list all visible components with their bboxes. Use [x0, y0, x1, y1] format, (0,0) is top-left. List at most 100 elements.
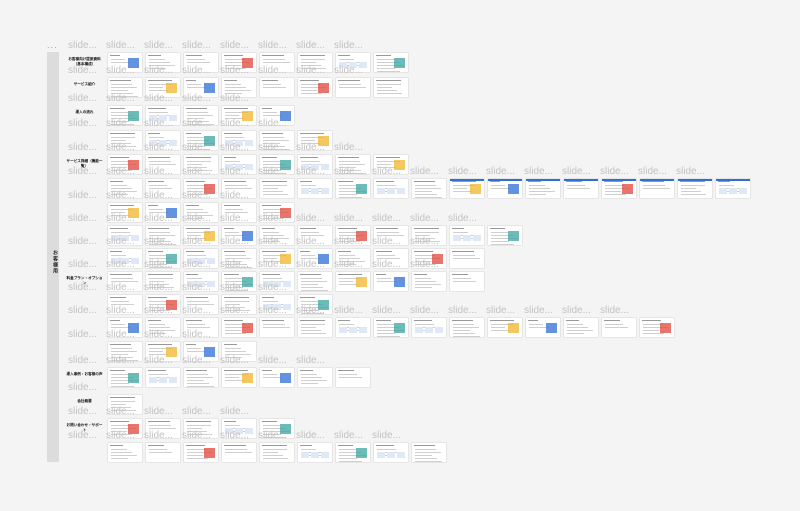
slide-thumbnail[interactable] [298, 226, 332, 245]
slide-thumbnail[interactable] [412, 226, 446, 245]
slide-thumbnail[interactable] [222, 318, 256, 337]
slide-thumbnail[interactable] [260, 179, 294, 198]
slide-thumbnail[interactable] [336, 155, 370, 174]
slide-thumbnail[interactable] [298, 368, 332, 387]
slide-thumbnail[interactable] [184, 318, 218, 337]
slide-thumbnail[interactable] [374, 155, 408, 174]
slide-thumbnail[interactable] [222, 53, 256, 72]
slide-thumbnail[interactable] [412, 179, 446, 198]
slide-thumbnail[interactable] [640, 179, 674, 198]
slide-thumbnail[interactable] [222, 249, 256, 268]
slide-thumbnail[interactable] [222, 295, 256, 314]
slide-thumbnail[interactable] [146, 342, 180, 361]
slide-thumbnail[interactable] [146, 53, 180, 72]
slide-thumbnail[interactable] [298, 295, 332, 314]
slide-thumbnail[interactable] [184, 106, 218, 125]
slide-thumbnail[interactable] [678, 179, 712, 198]
slide-thumbnail[interactable] [222, 368, 256, 387]
slide-thumbnail[interactable] [184, 443, 218, 462]
slide-thumbnail[interactable] [260, 131, 294, 150]
slide-thumbnail[interactable] [222, 131, 256, 150]
slide-thumbnail[interactable] [374, 272, 408, 291]
slide-thumbnail[interactable] [450, 179, 484, 198]
slide-thumbnail[interactable] [146, 419, 180, 438]
slide-thumbnail[interactable] [488, 226, 522, 245]
slide-thumbnail[interactable] [222, 203, 256, 222]
slide-thumbnail[interactable] [336, 249, 370, 268]
slide-thumbnail[interactable] [298, 131, 332, 150]
slide-thumbnail[interactable] [184, 342, 218, 361]
slide-thumbnail[interactable] [564, 318, 598, 337]
slide-thumbnail[interactable] [222, 272, 256, 291]
slide-thumbnail[interactable] [108, 106, 142, 125]
slide-thumbnail[interactable] [260, 295, 294, 314]
slide-thumbnail[interactable] [260, 368, 294, 387]
slide-thumbnail[interactable] [260, 78, 294, 97]
section-bar[interactable] [47, 52, 59, 462]
slide-thumbnail[interactable] [146, 368, 180, 387]
slide-thumbnail[interactable] [298, 272, 332, 291]
slide-thumbnail[interactable] [146, 443, 180, 462]
slide-thumbnail[interactable] [450, 249, 484, 268]
slide-thumbnail[interactable] [222, 443, 256, 462]
slide-thumbnail[interactable] [222, 179, 256, 198]
slide-thumbnail[interactable] [336, 226, 370, 245]
slide-thumbnail[interactable] [564, 179, 598, 198]
slide-thumbnail[interactable] [260, 155, 294, 174]
slide-thumbnail[interactable] [450, 272, 484, 291]
slide-thumbnail[interactable] [146, 131, 180, 150]
slide-thumbnail[interactable] [336, 318, 370, 337]
slide-thumbnail[interactable] [298, 53, 332, 72]
slide-thumbnail[interactable] [108, 179, 142, 198]
slide-thumbnail[interactable] [336, 443, 370, 462]
slide-thumbnail[interactable] [184, 249, 218, 268]
slide-thumbnail[interactable] [184, 419, 218, 438]
slide-thumbnail[interactable] [450, 226, 484, 245]
slide-thumbnail[interactable] [146, 226, 180, 245]
slide-thumbnail[interactable] [184, 179, 218, 198]
slide-thumbnail[interactable] [374, 226, 408, 245]
slide-thumbnail[interactable] [602, 318, 636, 337]
slide-thumbnail[interactable] [146, 78, 180, 97]
slide-thumbnail[interactable] [298, 318, 332, 337]
slide-thumbnail[interactable] [222, 155, 256, 174]
slide-thumbnail[interactable] [412, 318, 446, 337]
slide-thumbnail[interactable] [450, 318, 484, 337]
slide-thumbnail[interactable] [146, 155, 180, 174]
slide-thumbnail[interactable] [146, 203, 180, 222]
slide-thumbnail[interactable] [412, 249, 446, 268]
slide-thumbnail[interactable] [108, 295, 142, 314]
slide-thumbnail[interactable] [108, 342, 142, 361]
slide-thumbnail[interactable] [108, 419, 142, 438]
slide-thumbnail[interactable] [412, 272, 446, 291]
slide-thumbnail[interactable] [298, 179, 332, 198]
slide-thumbnail[interactable] [108, 272, 142, 291]
slide-thumbnail[interactable] [184, 131, 218, 150]
slide-thumbnail[interactable] [108, 53, 142, 72]
slide-thumbnail[interactable] [260, 419, 294, 438]
slide-thumbnail[interactable] [260, 53, 294, 72]
slide-thumbnail[interactable] [260, 106, 294, 125]
slide-thumbnail[interactable] [374, 443, 408, 462]
slide-thumbnail[interactable] [146, 106, 180, 125]
slide-thumbnail[interactable] [108, 249, 142, 268]
slide-thumbnail[interactable] [336, 78, 370, 97]
slide-thumbnail[interactable] [260, 249, 294, 268]
slide-thumbnail[interactable] [184, 226, 218, 245]
slide-thumbnail[interactable] [298, 78, 332, 97]
slide-thumbnail[interactable] [184, 203, 218, 222]
slide-thumbnail[interactable] [146, 318, 180, 337]
slide-thumbnail[interactable] [260, 443, 294, 462]
slide-thumbnail[interactable] [260, 272, 294, 291]
slide-thumbnail[interactable] [260, 203, 294, 222]
slide-thumbnail[interactable] [108, 368, 142, 387]
slide-thumbnail[interactable] [146, 249, 180, 268]
slide-thumbnail[interactable] [298, 155, 332, 174]
slide-thumbnail[interactable] [640, 318, 674, 337]
slide-thumbnail[interactable] [374, 53, 408, 72]
slide-thumbnail[interactable] [108, 443, 142, 462]
slide-thumbnail[interactable] [260, 318, 294, 337]
slide-thumbnail[interactable] [336, 53, 370, 72]
slide-thumbnail[interactable] [222, 419, 256, 438]
